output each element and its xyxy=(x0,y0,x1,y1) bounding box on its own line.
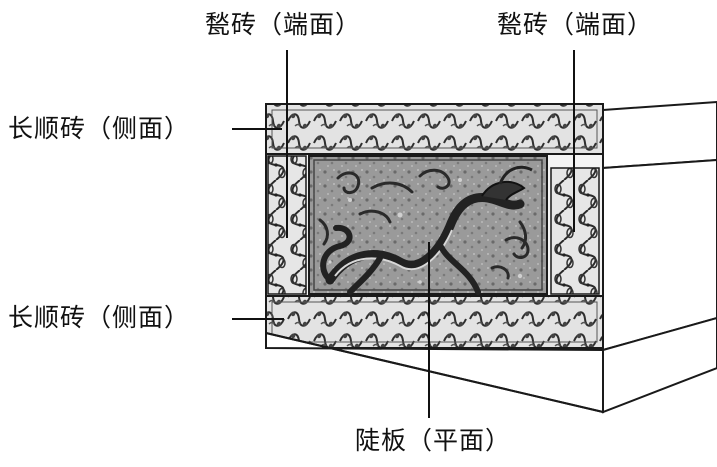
label-side-brick-upper: 长顺砖（侧面） xyxy=(8,114,191,143)
dragon-leg-back xyxy=(347,255,383,295)
label-side-brick-lower: 长顺砖（侧面） xyxy=(8,303,191,332)
lower-stretcher-brick-inner xyxy=(271,301,598,343)
panel-side-face xyxy=(602,158,717,352)
dragon-head xyxy=(481,180,526,201)
lower-stretcher-brick xyxy=(265,295,604,349)
base-front-edge xyxy=(265,332,604,413)
label-panel: 陡板（平面） xyxy=(355,426,512,455)
upper-brick-side-face xyxy=(602,100,717,170)
cloud-swirls xyxy=(318,168,530,280)
dragon-tail xyxy=(320,224,353,283)
central-relief-panel xyxy=(308,155,548,295)
dragon-body xyxy=(325,192,525,285)
relief-texture-marks xyxy=(328,178,523,284)
label-end-brick-right: 甃砖（端面） xyxy=(497,10,654,39)
block-side-faces xyxy=(602,100,717,414)
leader-lines xyxy=(232,50,575,418)
dragon-leg-front xyxy=(437,242,481,295)
dragon-horn xyxy=(498,165,533,185)
upper-stretcher-brick xyxy=(265,103,604,155)
label-end-brick-left: 甃砖（端面） xyxy=(205,10,362,39)
